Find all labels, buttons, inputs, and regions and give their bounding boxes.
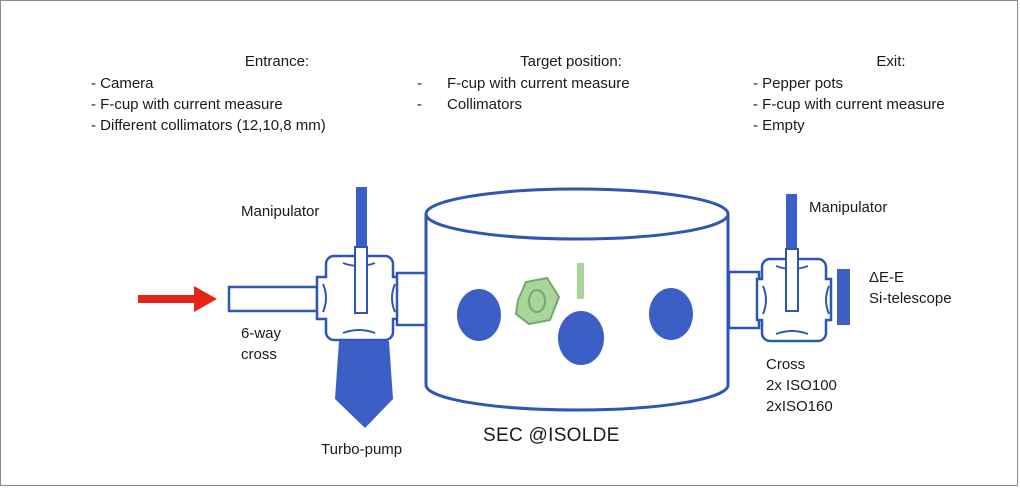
turbo-pump-icon <box>335 341 393 428</box>
si-telescope-icon <box>837 269 850 325</box>
entrance-beam-pipe <box>227 285 319 313</box>
beam-arrow-icon <box>138 286 217 312</box>
telescope-label-line: ΔE-E <box>869 269 905 286</box>
six-way-cross <box>315 246 400 342</box>
target-item-text: Collimators <box>447 96 523 113</box>
exit-heading: Exit: <box>876 53 906 70</box>
six-way-cross-label-line: 6-way <box>241 325 282 342</box>
telescope-label-line: Si-telescope <box>869 290 952 307</box>
entrance-connector <box>395 271 429 327</box>
entrance-item: - Camera <box>91 75 154 92</box>
chamber-port-bottom <box>558 311 604 365</box>
target-item: - F-cup with current measure <box>417 73 630 94</box>
entrance-heading: Entrance: <box>244 53 310 70</box>
chamber-label: SEC @ISOLDE <box>483 425 620 446</box>
target-holder-icon <box>514 263 584 326</box>
target-list: - F-cup with current measure - Collimato… <box>417 73 630 115</box>
turbo-pump-label: Turbo-pump <box>321 441 403 458</box>
target-item: - Collimators <box>417 94 522 115</box>
exit-cross-label-line: 2x ISO100 <box>766 377 837 394</box>
chamber-port-entrance <box>457 289 501 341</box>
chamber-port-exit <box>649 288 693 340</box>
six-way-cross-label: 6-way cross <box>241 323 281 365</box>
manipulator-right-label: Manipulator <box>809 199 888 216</box>
target-item-dash: - <box>417 75 422 92</box>
entrance-item: - Different collimators (12,10,8 mm) <box>91 117 326 134</box>
target-item-dash: - <box>417 96 422 113</box>
entrance-list: - Camera - F-cup with current measure - … <box>91 73 326 136</box>
six-way-cross-label-line: cross <box>241 346 277 363</box>
exit-cross-label: Cross 2x ISO100 2xISO160 <box>766 354 837 417</box>
exit-connector <box>727 270 761 330</box>
left-manipulator-rod <box>356 187 367 249</box>
target-item-text: F-cup with current measure <box>447 75 630 92</box>
exit-cross-label-line: Cross <box>766 356 806 373</box>
target-heading: Target position: <box>520 53 622 70</box>
right-manipulator-rod <box>786 194 797 251</box>
exit-cross <box>755 248 833 343</box>
exit-list: - Pepper pots - F-cup with current measu… <box>753 73 945 136</box>
exit-item: - Empty <box>753 117 805 134</box>
exit-item: - Pepper pots <box>753 75 844 92</box>
manipulator-left-label: Manipulator <box>241 203 320 220</box>
telescope-label: ΔE-E Si-telescope <box>869 267 952 309</box>
entrance-item: - F-cup with current measure <box>91 96 283 113</box>
exit-cross-label-line: 2xISO160 <box>766 398 833 415</box>
exit-item: - F-cup with current measure <box>753 96 945 113</box>
